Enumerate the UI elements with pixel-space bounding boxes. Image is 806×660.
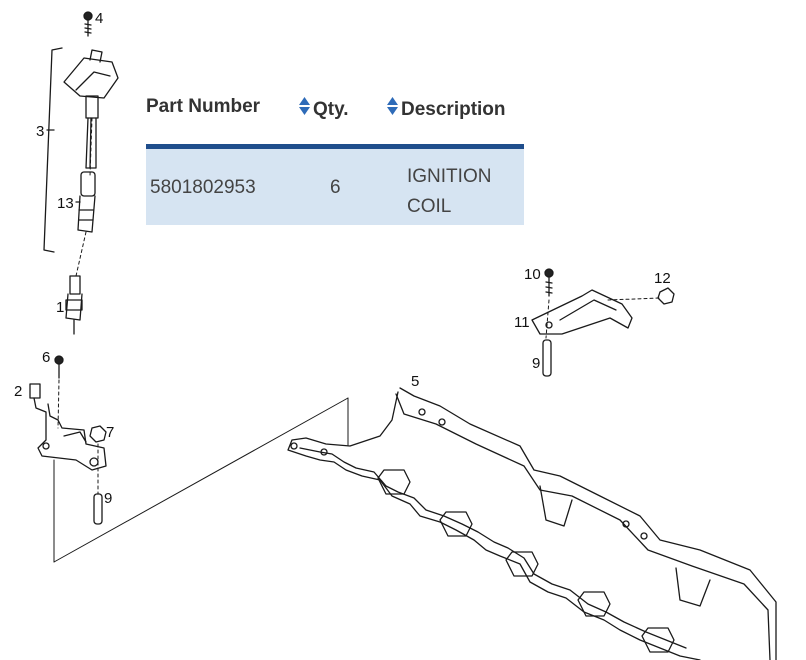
coil-boot-part-13 [75, 171, 96, 233]
header-description-label: Description [401, 99, 506, 120]
callout-3: 3 [36, 123, 44, 140]
parts-table: Part Number Qty. Description 5801802953 … [146, 86, 524, 225]
ignition-coil-part-3 [63, 49, 119, 169]
screw-part-6 [54, 355, 64, 379]
assembly-bracket-3 [43, 47, 63, 253]
header-qty-label: Qty. [313, 99, 349, 120]
sort-arrows-icon[interactable] [386, 96, 399, 116]
callout-6: 6 [42, 349, 50, 366]
callout-11: 11 [514, 314, 530, 331]
pin-part-9-left [93, 493, 103, 525]
screw-part-10 [544, 268, 554, 297]
cell-description: IGNITION COIL [407, 166, 492, 217]
cell-part-number: 5801802953 [150, 177, 256, 198]
bracket-part-11 [531, 289, 633, 335]
table-row[interactable]: 5801802953 6 IGNITION COIL [146, 149, 524, 225]
header-part-number: Part Number [146, 96, 261, 117]
header-rule [146, 144, 524, 149]
cell-qty: 6 [330, 177, 341, 198]
callout-9-right: 9 [532, 355, 540, 372]
header-description[interactable]: Description [386, 96, 506, 121]
table-header: Part Number Qty. Description [146, 86, 524, 144]
nut-part-7 [89, 425, 107, 443]
callout-1: 1 [56, 299, 64, 316]
header-qty[interactable]: Qty. [298, 96, 349, 121]
callout-4: 4 [95, 10, 103, 27]
pin-part-9-right [542, 339, 552, 377]
sort-arrows-icon[interactable] [298, 96, 311, 116]
callout-5: 5 [411, 373, 419, 390]
callout-13: 13 [57, 195, 74, 212]
engine-cover-part-5 [287, 387, 777, 660]
screw-part-4 [83, 11, 93, 37]
nut-part-12 [657, 287, 675, 305]
callout-7: 7 [106, 424, 114, 441]
callout-10: 10 [524, 266, 541, 283]
callout-12: 12 [654, 270, 671, 287]
callout-2: 2 [14, 383, 22, 400]
callout-9-left: 9 [104, 490, 112, 507]
spark-plug-part-1 [65, 275, 83, 335]
bracket-part-2 [29, 383, 107, 471]
